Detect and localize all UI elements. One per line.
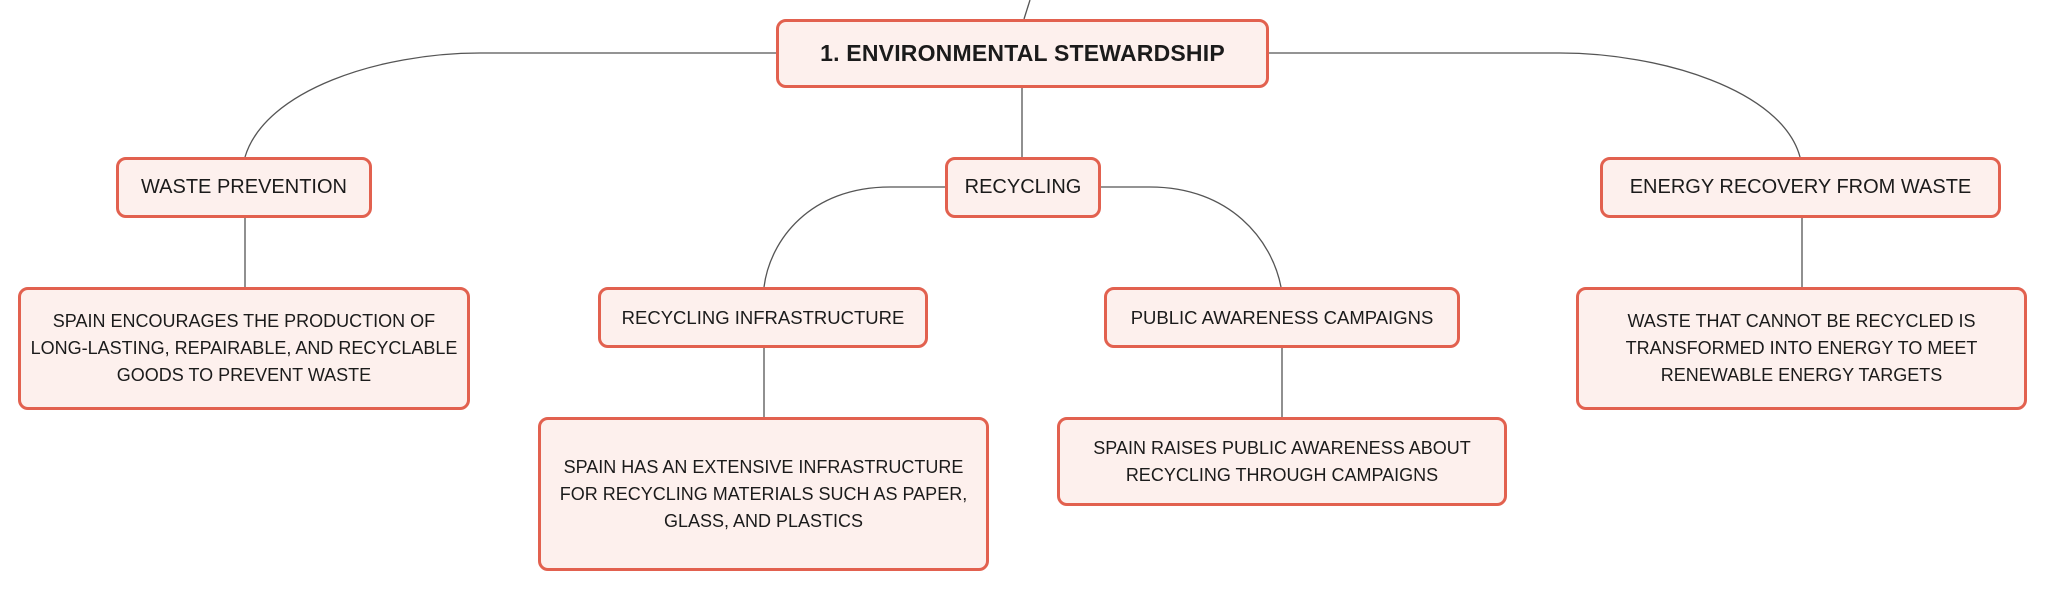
detail-recycling-infrastructure-text: SPAIN HAS AN EXTENSIVE INFRASTRUCTURE FO… <box>559 456 968 531</box>
root-node[interactable]: 1. ENVIRONMENTAL STEWARDSHIP <box>776 19 1269 88</box>
connector-root-to-energy-recovery <box>1268 52 1801 158</box>
node-recycling-label: RECYCLING <box>964 176 1082 198</box>
node-recycling-infrastructure[interactable]: RECYCLING INFRASTRUCTURE <box>598 287 928 348</box>
detail-public-awareness-campaigns[interactable]: SPAIN RAISES PUBLIC AWARENESS ABOUT RECY… <box>1057 417 1507 506</box>
detail-energy-recovery-text: WASTE THAT CANNOT BE RECYCLED IS TRANSFO… <box>1625 311 1978 385</box>
node-recycling-infrastructure-label: RECYCLING INFRASTRUCTURE <box>621 306 905 328</box>
node-public-awareness-campaigns-label: PUBLIC AWARENESS CAMPAIGNS <box>1130 306 1434 328</box>
detail-waste-prevention-text: SPAIN ENCOURAGES THE PRODUCTION OF LONG-… <box>30 311 458 385</box>
node-waste-prevention[interactable]: WASTE PREVENTION <box>116 157 372 218</box>
node-energy-recovery-label: ENERGY RECOVERY FROM WASTE <box>1629 176 1972 198</box>
detail-public-awareness-campaigns-text: SPAIN RAISES PUBLIC AWARENESS ABOUT RECY… <box>1093 437 1471 485</box>
node-public-awareness-campaigns[interactable]: PUBLIC AWARENESS CAMPAIGNS <box>1104 287 1460 348</box>
node-recycling[interactable]: RECYCLING <box>945 157 1101 218</box>
connector-recycling-to-infrastructure <box>763 186 946 288</box>
root-node-label: 1. ENVIRONMENTAL STEWARDSHIP <box>820 40 1225 66</box>
detail-energy-recovery[interactable]: WASTE THAT CANNOT BE RECYCLED IS TRANSFO… <box>1576 287 2027 410</box>
detail-waste-prevention[interactable]: SPAIN ENCOURAGES THE PRODUCTION OF LONG-… <box>18 287 470 410</box>
node-energy-recovery[interactable]: ENERGY RECOVERY FROM WASTE <box>1600 157 2001 218</box>
detail-recycling-infrastructure[interactable]: SPAIN HAS AN EXTENSIVE INFRASTRUCTURE FO… <box>538 417 989 571</box>
connector-from-parent <box>1023 0 1031 20</box>
node-waste-prevention-label: WASTE PREVENTION <box>141 176 347 198</box>
connector-root-to-waste-prevention <box>244 52 776 158</box>
connector-recycling-to-campaigns <box>1098 186 1282 288</box>
